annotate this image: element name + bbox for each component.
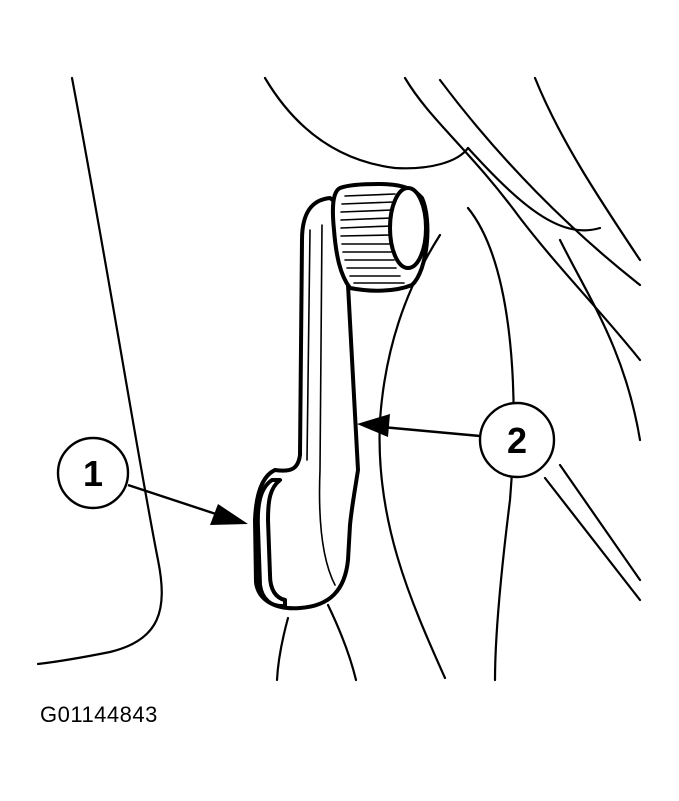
callout-2-label: 2 bbox=[507, 420, 527, 461]
callout-2: 2 bbox=[357, 401, 556, 479]
callout-2-arrowhead bbox=[357, 414, 390, 437]
callout-1-label: 1 bbox=[83, 453, 103, 494]
callout-1-arrowhead bbox=[210, 504, 248, 525]
hub-splines bbox=[340, 193, 405, 284]
callout-1: 1 bbox=[56, 436, 248, 525]
figure-id-label: G01144843 bbox=[40, 702, 158, 727]
window-crank-handle bbox=[253, 182, 430, 611]
